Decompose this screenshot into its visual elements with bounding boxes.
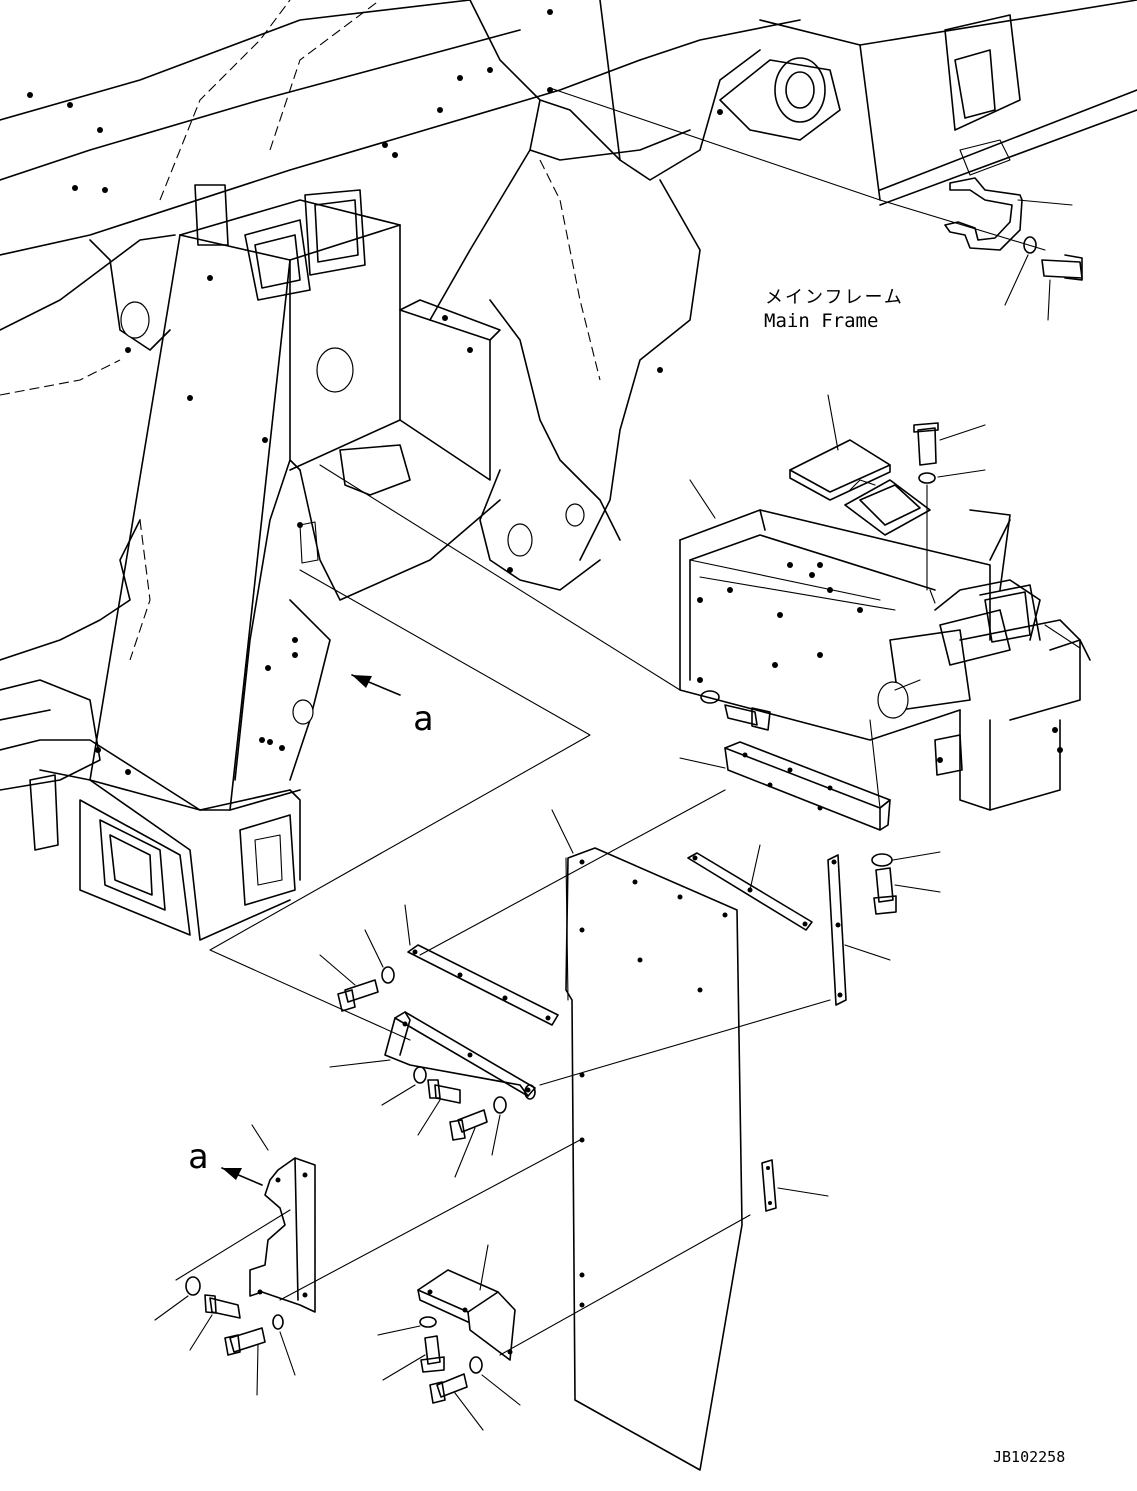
drawing-id: JB102258: [993, 1448, 1065, 1466]
view-a-arrow-bottom: a: [188, 1137, 263, 1186]
frame-bolt-dots: [27, 9, 723, 775]
lower-left-cover: [154, 1124, 316, 1396]
grab-handle-assembly: [549, 87, 1083, 321]
small-plate: [761, 1159, 829, 1212]
main-frame-label: メインフレーム Main Frame: [764, 287, 904, 332]
main-frame-label-jp: メインフレーム: [765, 287, 904, 308]
leader-lines: [929, 589, 1081, 649]
gusset-bracket: [329, 1011, 536, 1178]
view-a-label-bottom: a: [188, 1137, 208, 1177]
main-frame-label-en: Main Frame: [764, 310, 878, 332]
view-a-arrow-top: a: [351, 674, 433, 739]
main-frame-assembly: [0, 0, 1137, 941]
right-bracket-assembly: [319, 394, 1091, 811]
projection-lines: [175, 569, 831, 1356]
view-a-label-top: a: [413, 699, 433, 739]
angle-bracket: [679, 719, 941, 1006]
flat-bar-left: [319, 904, 559, 1026]
side-cover-panel: [551, 809, 743, 1471]
lower-mid-bracket: [377, 1244, 521, 1431]
